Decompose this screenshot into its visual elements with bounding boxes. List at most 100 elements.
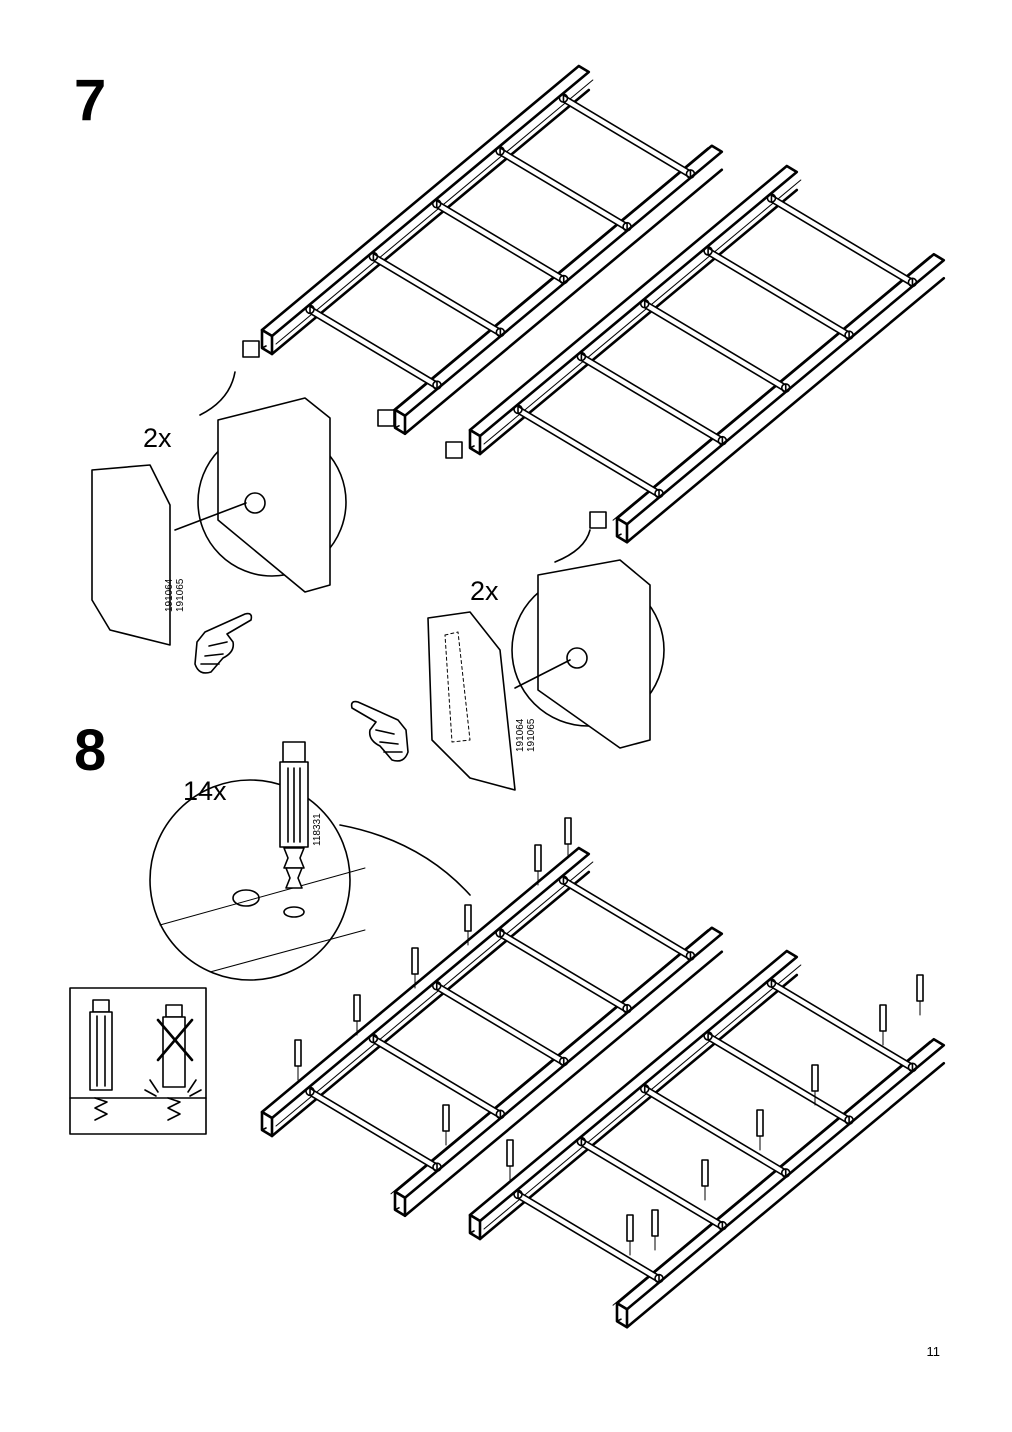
step7-frame-left-bolt [685, 169, 696, 179]
step8-frame-left-slat [562, 876, 692, 961]
step8-frame-left-bolt [368, 1033, 379, 1044]
dowel-icon [626, 1214, 634, 1242]
step7-frame-left-bolt [495, 327, 506, 338]
step8-frame-right-bolt [639, 1083, 650, 1094]
step8-frame-left-bolt [622, 1003, 632, 1014]
step7-frame-right-slat [517, 405, 660, 499]
impact-marks-icon [144, 1079, 202, 1097]
step8-frame-right-bolt [576, 1136, 587, 1147]
step8-frame-right-bolt [780, 1168, 791, 1178]
cross-icon [156, 1018, 194, 1062]
step7-frame-right-bolt [703, 246, 713, 256]
step7-frame-left-slat [435, 199, 565, 285]
step8-frame-left-bolt [495, 928, 505, 938]
magnifier-pointer-left [199, 371, 236, 416]
pressing-hand-icon [194, 612, 253, 674]
step7-frame-left-bolt [432, 380, 442, 390]
step7-frame-right-rail-right-bottom [625, 276, 946, 544]
dowel-icon [506, 1139, 514, 1167]
step7-frame-left-rail-right-bottom [403, 168, 724, 436]
page-number: 11 [926, 1344, 941, 1359]
step8-frame-right-bolt [717, 1220, 728, 1231]
step7-frame-left-slat [309, 305, 438, 390]
dowel-icon [534, 844, 542, 872]
step7-frame-left-bolt [495, 146, 505, 156]
step8-frame-left-rail-right-end [393, 1190, 407, 1218]
step7-frame-right-slat [707, 247, 850, 340]
dowel-icon [564, 817, 572, 845]
step7-frame-right-bolt [576, 351, 587, 362]
dowel-thread [283, 847, 305, 869]
step8-frame-left-bolt [558, 1056, 569, 1067]
step7-frame-left-rail-right-end [393, 408, 407, 436]
step8-frame-left-bolt [495, 1109, 506, 1120]
step7-frame-right-bolt [907, 277, 918, 288]
step8-frame-right-slat [517, 1190, 660, 1284]
step8-frame-left-slat [309, 1087, 438, 1172]
dowel-icon [464, 904, 472, 932]
insert-line-left [174, 502, 247, 531]
step8-frame-left-slat [499, 929, 628, 1014]
step7-frame-right-bolt [639, 298, 650, 309]
step7-frame-left-bolt [622, 221, 632, 232]
dowel-icon [294, 1039, 302, 1067]
pressing-hand-icon [350, 700, 409, 762]
dowel-icon [442, 1104, 450, 1132]
step7-frame-right-rail-left-end [468, 428, 482, 456]
step8-frame-left-bolt [558, 875, 569, 885]
step8-frame-left-rail-right-bottom [403, 950, 724, 1218]
step7-frame-left-bolt [305, 304, 315, 315]
step8-frame-right-bolt [907, 1062, 918, 1073]
step-8-part-number: 118331 [312, 813, 323, 846]
step7-frame-right-bolt [766, 193, 777, 203]
step8-frame-left-rail-left-bottom [270, 870, 591, 1138]
step-7-part-numbers-left: 191064 191065 [164, 578, 186, 612]
dowel-magnifier-circle [149, 779, 351, 981]
step8-frame-right-bolt [513, 1189, 523, 1200]
pad-dashed-outline [444, 631, 471, 743]
step7-frame-left-rail-left-bottom [270, 88, 591, 356]
step7-frame-right-bolt [844, 330, 854, 340]
step-8-number: 8 [74, 718, 107, 783]
insert-line-right [514, 659, 571, 689]
dowel-thread [285, 867, 303, 889]
pad-marker [445, 441, 463, 459]
glide-pad-socket-left [217, 397, 331, 593]
correct-incorrect-panel [69, 987, 207, 1135]
step7-frame-left-rail-left-end [260, 328, 274, 356]
dowel-icon [353, 994, 361, 1022]
dowel-hole [283, 906, 305, 918]
step7-frame-right-slat [643, 299, 787, 393]
step-8-quantity: 14x [183, 776, 227, 806]
step8-frame-right-rail-right-end [615, 1301, 629, 1329]
step8-frame-right-rail-left-end [468, 1213, 482, 1241]
step8-frame-right-bolt [703, 1031, 713, 1041]
step8-frame-right-bolt [766, 978, 777, 988]
socket-hole-right [566, 647, 588, 669]
step7-frame-left [260, 64, 724, 436]
glide-pad-right [427, 611, 516, 791]
step7-frame-right-slat [770, 194, 914, 288]
step-7-quantity-right: 2x [470, 576, 499, 606]
dowel-icon [282, 741, 306, 763]
step-7-number: 7 [74, 68, 107, 133]
dowel-icon [916, 974, 924, 1002]
step7-frame-left-bolt [431, 198, 442, 209]
dowel-icon [411, 947, 419, 975]
step7-frame-left-bolt [558, 93, 569, 103]
pad-marker [589, 511, 607, 529]
step8-frame-left-bolt [432, 1162, 442, 1172]
step7-frame-right-slat [580, 352, 724, 446]
step-7-quantity-left: 2x [143, 423, 172, 453]
step7-frame-left-bolt [558, 274, 569, 285]
step8-frame-left-bolt [431, 980, 442, 991]
step7-frame-right-rail-right-end [615, 516, 629, 544]
dowel-icon [756, 1109, 764, 1137]
pad-marker [242, 340, 260, 358]
step8-frame-right-rail-right-bottom [625, 1061, 946, 1329]
step7-frame-left-slat [372, 252, 502, 338]
step8-frame-right [468, 949, 946, 1329]
glide-pad-socket-right [537, 559, 651, 749]
step7-frame-right-rail-left [468, 164, 799, 438]
